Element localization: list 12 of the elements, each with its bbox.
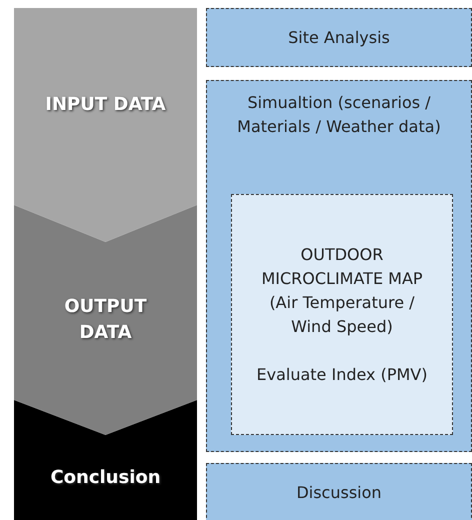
process-box (206, 80, 472, 452)
stage-label: INPUT DATA (44, 93, 167, 117)
box-title: Site Analysis (288, 26, 390, 48)
box-text: Evaluate Index (PMV) (256, 364, 428, 386)
box-title: Simualtion (scenarios / Materials / Weather data) (236, 92, 442, 138)
stage-label: OUTPUT DATA (63, 295, 148, 345)
process-box (206, 8, 472, 67)
inner-box (231, 194, 453, 435)
process-box (206, 463, 472, 520)
box-title: OUTDOOR MICROCLIMATE MAP (Air Temperature / Wind Speed) (260, 244, 424, 338)
stage-label: Conclusion (49, 466, 162, 490)
box-title: Discussion (296, 482, 382, 504)
